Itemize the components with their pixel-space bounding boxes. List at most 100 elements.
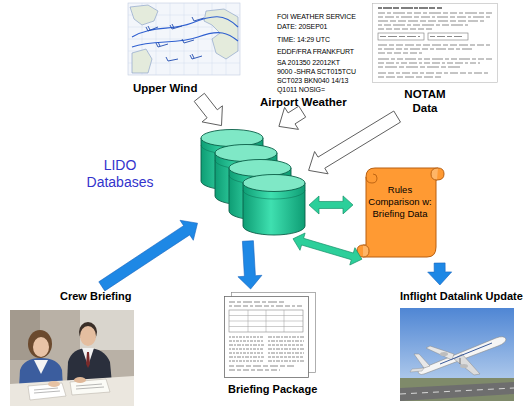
crew-briefing-source: Crew Briefing	[10, 288, 134, 408]
crew-briefing-photo-part-part	[76, 387, 104, 389]
notam-document-image-part-part	[378, 49, 472, 50]
flow-arrow	[238, 241, 262, 289]
aircraft-photo-part	[440, 343, 492, 364]
notam-document-image-part	[378, 13, 492, 29]
aircraft-photo-part	[418, 337, 506, 375]
crew-briefing-photo-part-part	[34, 388, 58, 390]
aircraft-photo-part	[414, 354, 430, 368]
briefing-package-pages-part-part	[268, 357, 304, 358]
crew-briefing-photo-part	[86, 352, 90, 368]
notam-document-image	[372, 3, 498, 83]
datalink-output: Inflight Datalink Update	[396, 288, 518, 406]
airport-weather-source: Airport Weather FOI WEATHER SERVICE DATE: …	[258, 8, 362, 110]
crew-briefing-photo-part-part	[76, 384, 102, 386]
notam-document-image-part	[378, 37, 492, 78]
crew-briefing-photo-part	[33, 337, 49, 357]
notam-document-image-part-part	[430, 36, 464, 37]
notam-document-image-part-part	[378, 63, 480, 64]
crew-briefing-photo-part	[48, 381, 60, 387]
crew-briefing-photo	[10, 310, 134, 406]
weather-report-line: Q1011 NOSIG=	[277, 86, 325, 94]
briefing-package-pages-part-part	[284, 310, 285, 332]
notam-document-image-part-part	[378, 21, 484, 22]
aircraft-photo-part	[410, 368, 424, 372]
briefing-package-pages-part-part	[229, 306, 302, 307]
scroll-text: Rules Comparison w: Briefing Data	[366, 184, 434, 220]
weather-report-line: TIME: 14:29 UTC	[277, 36, 330, 44]
notam-document-image-part-part	[378, 17, 490, 18]
briefing-package-pages-part-part	[248, 310, 249, 332]
input-arrow	[309, 111, 401, 174]
wind-map-image-part	[128, 3, 240, 75]
briefing-package-pages-part-part	[229, 361, 264, 362]
notam-document-image-part-part	[378, 7, 442, 8]
notam-document-image-part-part	[380, 36, 420, 37]
notam-document-image-part-part	[378, 25, 468, 26]
notam-source: NOTAM Data	[372, 3, 498, 115]
weather-report-line: EDDF/FRA FRANKFURT	[277, 48, 354, 56]
crew-briefing-photo-part	[34, 384, 104, 393]
rules-scroll: Rules Comparison w: Briefing Data	[356, 165, 444, 260]
weather-report-line: FOI WEATHER SERVICE	[277, 13, 356, 21]
aircraft-photo-part	[440, 352, 448, 356]
notam-document-image-part-part	[378, 77, 442, 78]
briefing-package-output: Briefing Package	[222, 292, 318, 400]
aircraft-photo	[400, 308, 514, 401]
wind-map-image-part-part	[132, 17, 238, 37]
source-label: Airport Weather	[260, 95, 364, 109]
wind-map-image-part	[128, 3, 240, 75]
crew-briefing-photo-part	[10, 376, 134, 406]
notam-document-image-part-part	[378, 53, 422, 54]
briefing-package-pages-part-part	[229, 341, 264, 342]
briefing-package-pages-part-part	[229, 353, 264, 354]
rules-scroll-shape-part	[366, 174, 377, 183]
notam-document-image-part-part	[378, 59, 492, 60]
wind-map-image-part-part	[132, 33, 238, 47]
weather-report-line: DATE: 20SEP01	[277, 23, 327, 31]
rules-scroll-shape-part	[357, 168, 444, 257]
source-label: Upper Wind	[133, 81, 237, 95]
notam-document-image-part-part	[378, 45, 490, 46]
wind-map-image	[128, 3, 240, 75]
source-label: Crew Briefing	[60, 290, 150, 303]
flow-arrow	[99, 220, 198, 291]
wind-map-image-part-part	[146, 26, 158, 31]
notam-document-image-part-part	[378, 73, 488, 74]
database-stack-part	[243, 175, 305, 236]
crew-briefing-photo-part	[28, 330, 52, 358]
weather-report-line: SCT023 BKN040 14/13	[277, 77, 348, 85]
input-arrow	[194, 93, 222, 125]
briefing-package-pages-part	[229, 310, 303, 332]
notam-document-image-part	[378, 33, 424, 40]
briefing-package-pages-part	[225, 297, 309, 378]
exchange-arrow	[293, 233, 362, 265]
notam-document-image-part	[428, 33, 468, 40]
briefing-package-pages-part-part	[266, 310, 267, 332]
aircraft-photo-part	[426, 346, 454, 360]
crew-briefing-photo-part	[34, 360, 48, 374]
source-label: NOTAM Data	[402, 87, 448, 115]
rules-scroll-shape-part	[431, 168, 438, 180]
briefing-package-pages-part-part	[268, 349, 304, 350]
briefing-package-pages-part-part	[268, 345, 304, 346]
notam-document-image-part	[373, 4, 498, 83]
wind-map-image-part	[132, 49, 152, 73]
briefing-package-pages-part-part	[229, 357, 264, 358]
lido-database: LIDO Databases	[200, 128, 306, 238]
wind-map-image-part-part	[166, 57, 178, 61]
input-arrow	[279, 106, 306, 129]
aircraft-photo-part	[400, 388, 514, 394]
crew-briefing-photo-part	[80, 326, 96, 346]
aircraft-photo-part	[400, 308, 514, 401]
crew-briefing-photo-part	[80, 310, 134, 350]
output-label: Inflight Datalink Update	[400, 290, 526, 303]
flow-arrow	[428, 263, 452, 285]
notam-document-image-part	[378, 7, 442, 8]
exchange-arrow	[309, 196, 353, 214]
briefing-package-pages-part-part	[268, 341, 304, 342]
aircraft-photo-part	[400, 382, 514, 401]
notam-document-image-part-part	[378, 29, 432, 30]
aircraft-photo-part	[460, 358, 461, 364]
weather-sheet-image-part	[272, 8, 360, 92]
